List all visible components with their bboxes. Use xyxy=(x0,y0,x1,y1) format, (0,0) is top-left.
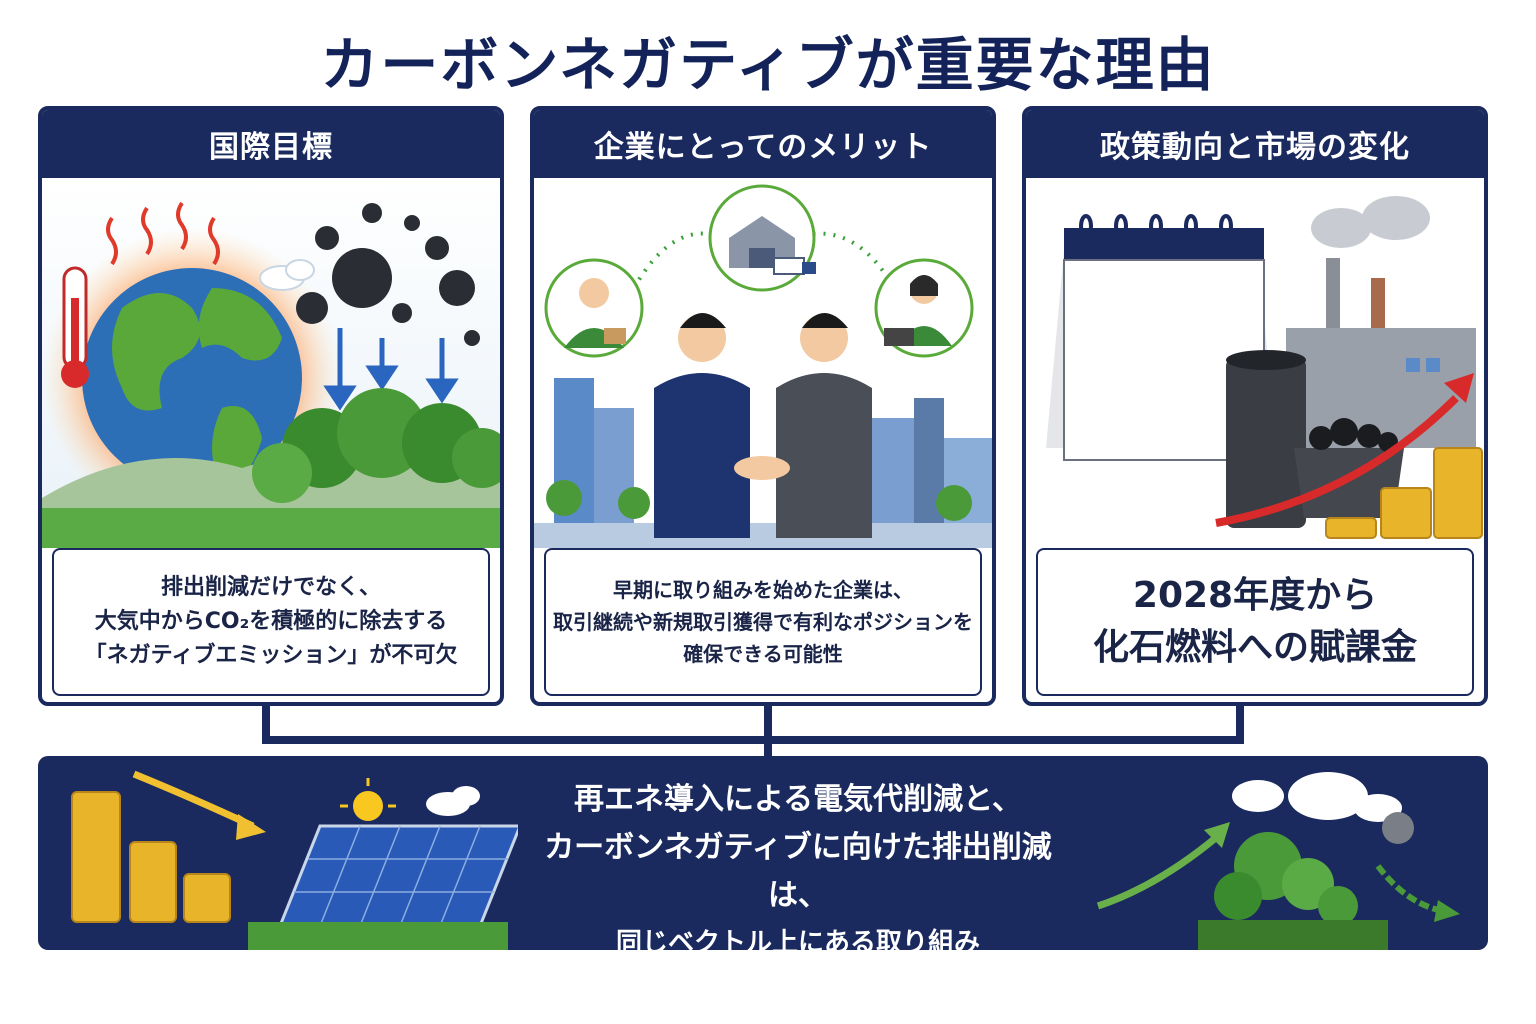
forest-icon xyxy=(1198,832,1388,950)
factory-icon xyxy=(1286,196,1476,448)
co2-particles-icon xyxy=(296,203,480,346)
description-line: 排出削減だけでなく、 xyxy=(160,575,381,600)
panel-description: 2028年度から 化石燃料への賦課金 xyxy=(1036,548,1474,696)
policy-market-illustration xyxy=(1026,178,1484,548)
gold-coins-icon xyxy=(71,791,231,923)
businessmen-handshake-icon xyxy=(654,313,872,538)
heat-waves-icon xyxy=(106,201,220,266)
thermometer-icon xyxy=(61,266,89,388)
conclusion-text: 再エネ導入による電気代削減と、 カーボンネガティブに向けた排出削減は、 同じベク… xyxy=(518,776,1078,950)
declining-arrow-icon xyxy=(132,770,266,840)
description-line: 2028年度から xyxy=(1132,575,1378,616)
worker-avatar-icon xyxy=(544,258,644,358)
business-handshake-illustration xyxy=(534,178,992,548)
description-line: 大気中からCO₂を積極的に除去する xyxy=(94,609,448,634)
conclusion-line: カーボンネガティブに向けた排出削減は、 xyxy=(544,830,1052,913)
description-line: 取引継続や新規取引獲得で有利なポジションを xyxy=(553,610,973,634)
panel-international-goals: 国際目標 xyxy=(38,106,504,706)
conclusion-line: 同じベクトル上にある取り組み xyxy=(615,928,980,950)
panel-description: 排出削減だけでなく、 大気中からCO₂を積極的に除去する 「ネガティブエミッショ… xyxy=(52,548,490,696)
page-title: カーボンネガティブが重要な理由 xyxy=(320,31,1216,99)
solar-savings-illustration xyxy=(71,770,518,950)
panel-heading: 企業にとってのメリット xyxy=(534,110,992,178)
co2-particle-icon xyxy=(1382,812,1414,844)
conclusion-line: 再エネ導入による電気代削減と、 xyxy=(574,782,1022,817)
gold-coins-icon xyxy=(1325,447,1483,539)
oil-drum-icon xyxy=(1226,350,1306,528)
description-line: 化石燃料への賦課金 xyxy=(1092,627,1417,668)
woman-laptop-avatar-icon xyxy=(874,258,974,358)
panel-description: 早期に取り組みを始めた企業は、 取引継続や新規取引獲得で有利なポジションを 確保… xyxy=(544,548,982,696)
description-line: 早期に取り組みを始めた企業は、 xyxy=(613,578,913,602)
calendar-icon xyxy=(1046,214,1276,461)
cloud-icon xyxy=(1232,772,1402,822)
emission-reduction-illustration xyxy=(1096,772,1460,950)
conclusion-banner: 再エネ導入による電気代削減と、 カーボンネガティブに向けた排出削減は、 同じベク… xyxy=(38,756,1488,950)
downward-arrows-icon xyxy=(323,328,459,411)
rising-green-arrow-icon xyxy=(1096,822,1230,910)
panel-heading: 国際目標 xyxy=(42,110,500,178)
city-buildings-icon xyxy=(534,378,992,548)
solar-panel-icon xyxy=(248,824,518,950)
cloud-icon xyxy=(426,786,480,816)
earth-co2-forest-illustration xyxy=(42,178,500,548)
panel-heading: 政策動向と市場の変化 xyxy=(1026,110,1484,178)
declining-green-arrow-icon xyxy=(1375,864,1460,922)
rising-arrow-icon xyxy=(1215,373,1474,527)
cloud-icon xyxy=(259,259,315,291)
panel-business-merits: 企業にとってのメリット xyxy=(530,106,996,706)
description-line: 「ネガティブエミッション」が不可欠 xyxy=(84,643,458,668)
warehouse-truck-icon xyxy=(708,184,816,292)
panel-policy-market: 政策動向と市場の変化 xyxy=(1022,106,1488,706)
forest-icon xyxy=(42,388,500,548)
description-line: 確保できる可能性 xyxy=(683,642,843,666)
